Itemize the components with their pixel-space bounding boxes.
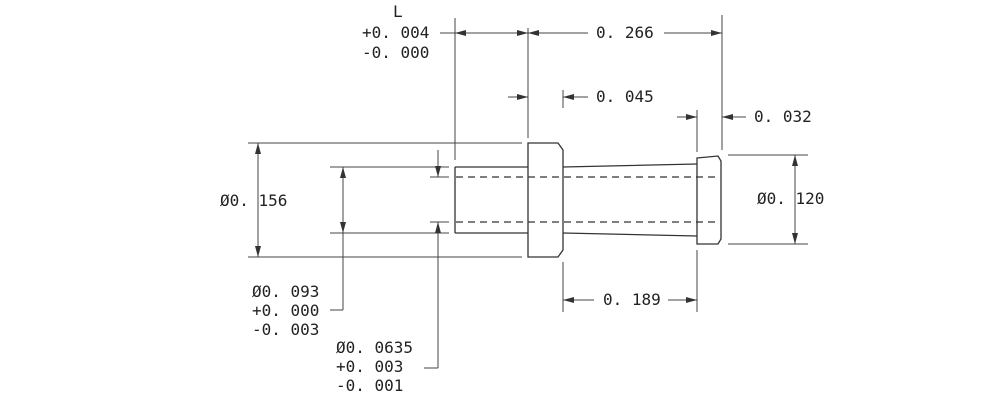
bore-tol-plus: +0. 003 — [336, 357, 403, 376]
end-collar-thickness-label: 0. 032 — [754, 107, 812, 126]
dim-266-arrow-left — [528, 30, 539, 36]
dim-045-arrow-left — [517, 94, 528, 100]
length-tol-plus: +0. 004 — [362, 23, 429, 42]
dim-032-arrow-right — [722, 114, 733, 120]
dim-120-arrow-bottom — [792, 233, 798, 244]
flange-thickness-label: 0. 045 — [596, 87, 654, 106]
dimension-lines — [255, 30, 798, 369]
flange-diameter-label: Ø0. 156 — [220, 191, 287, 210]
dim-032-arrow-left — [686, 114, 697, 120]
flange — [527, 142, 564, 258]
overall-length-label: 0. 266 — [596, 23, 654, 42]
right-shank — [562, 163, 698, 237]
dim-093-arrow-top — [340, 167, 346, 178]
dim-189-arrow-right — [686, 297, 697, 303]
dim-l-arrow-left — [455, 30, 466, 36]
shank-length-label: 0. 189 — [603, 290, 661, 309]
bore-tol-minus: -0. 001 — [336, 376, 403, 395]
dim-266-arrow-right — [711, 30, 722, 36]
end-diameter-label: Ø0. 120 — [757, 189, 824, 208]
part-outline — [454, 142, 722, 258]
dim-093-arrow-bottom — [340, 222, 346, 233]
left-shank — [454, 166, 528, 234]
dim-l-arrow-right — [517, 30, 528, 36]
dim-189-arrow-left — [563, 297, 574, 303]
dimension-labels: L +0. 004 -0. 000 0. 266 0. 045 0. 032 0… — [220, 2, 824, 395]
dim-120-arrow-top — [792, 155, 798, 166]
shank-tol-minus: -0. 003 — [252, 320, 319, 339]
length-tol-minus: -0. 000 — [362, 43, 429, 62]
dim-156-arrow-bottom — [255, 246, 261, 257]
shank-tol-plus: +0. 000 — [252, 301, 319, 320]
end-collar — [696, 155, 722, 245]
dim-0635-arrow-top — [435, 166, 441, 177]
length-label: L — [393, 2, 403, 21]
bore-diameter-label: Ø0. 0635 — [336, 338, 413, 357]
dim-156-arrow-top — [255, 143, 261, 154]
shank-diameter-label: Ø0. 093 — [252, 282, 319, 301]
dim-045-arrow-right — [563, 94, 574, 100]
extension-lines — [248, 15, 808, 312]
dim-0635-arrow-bottom — [435, 222, 441, 233]
